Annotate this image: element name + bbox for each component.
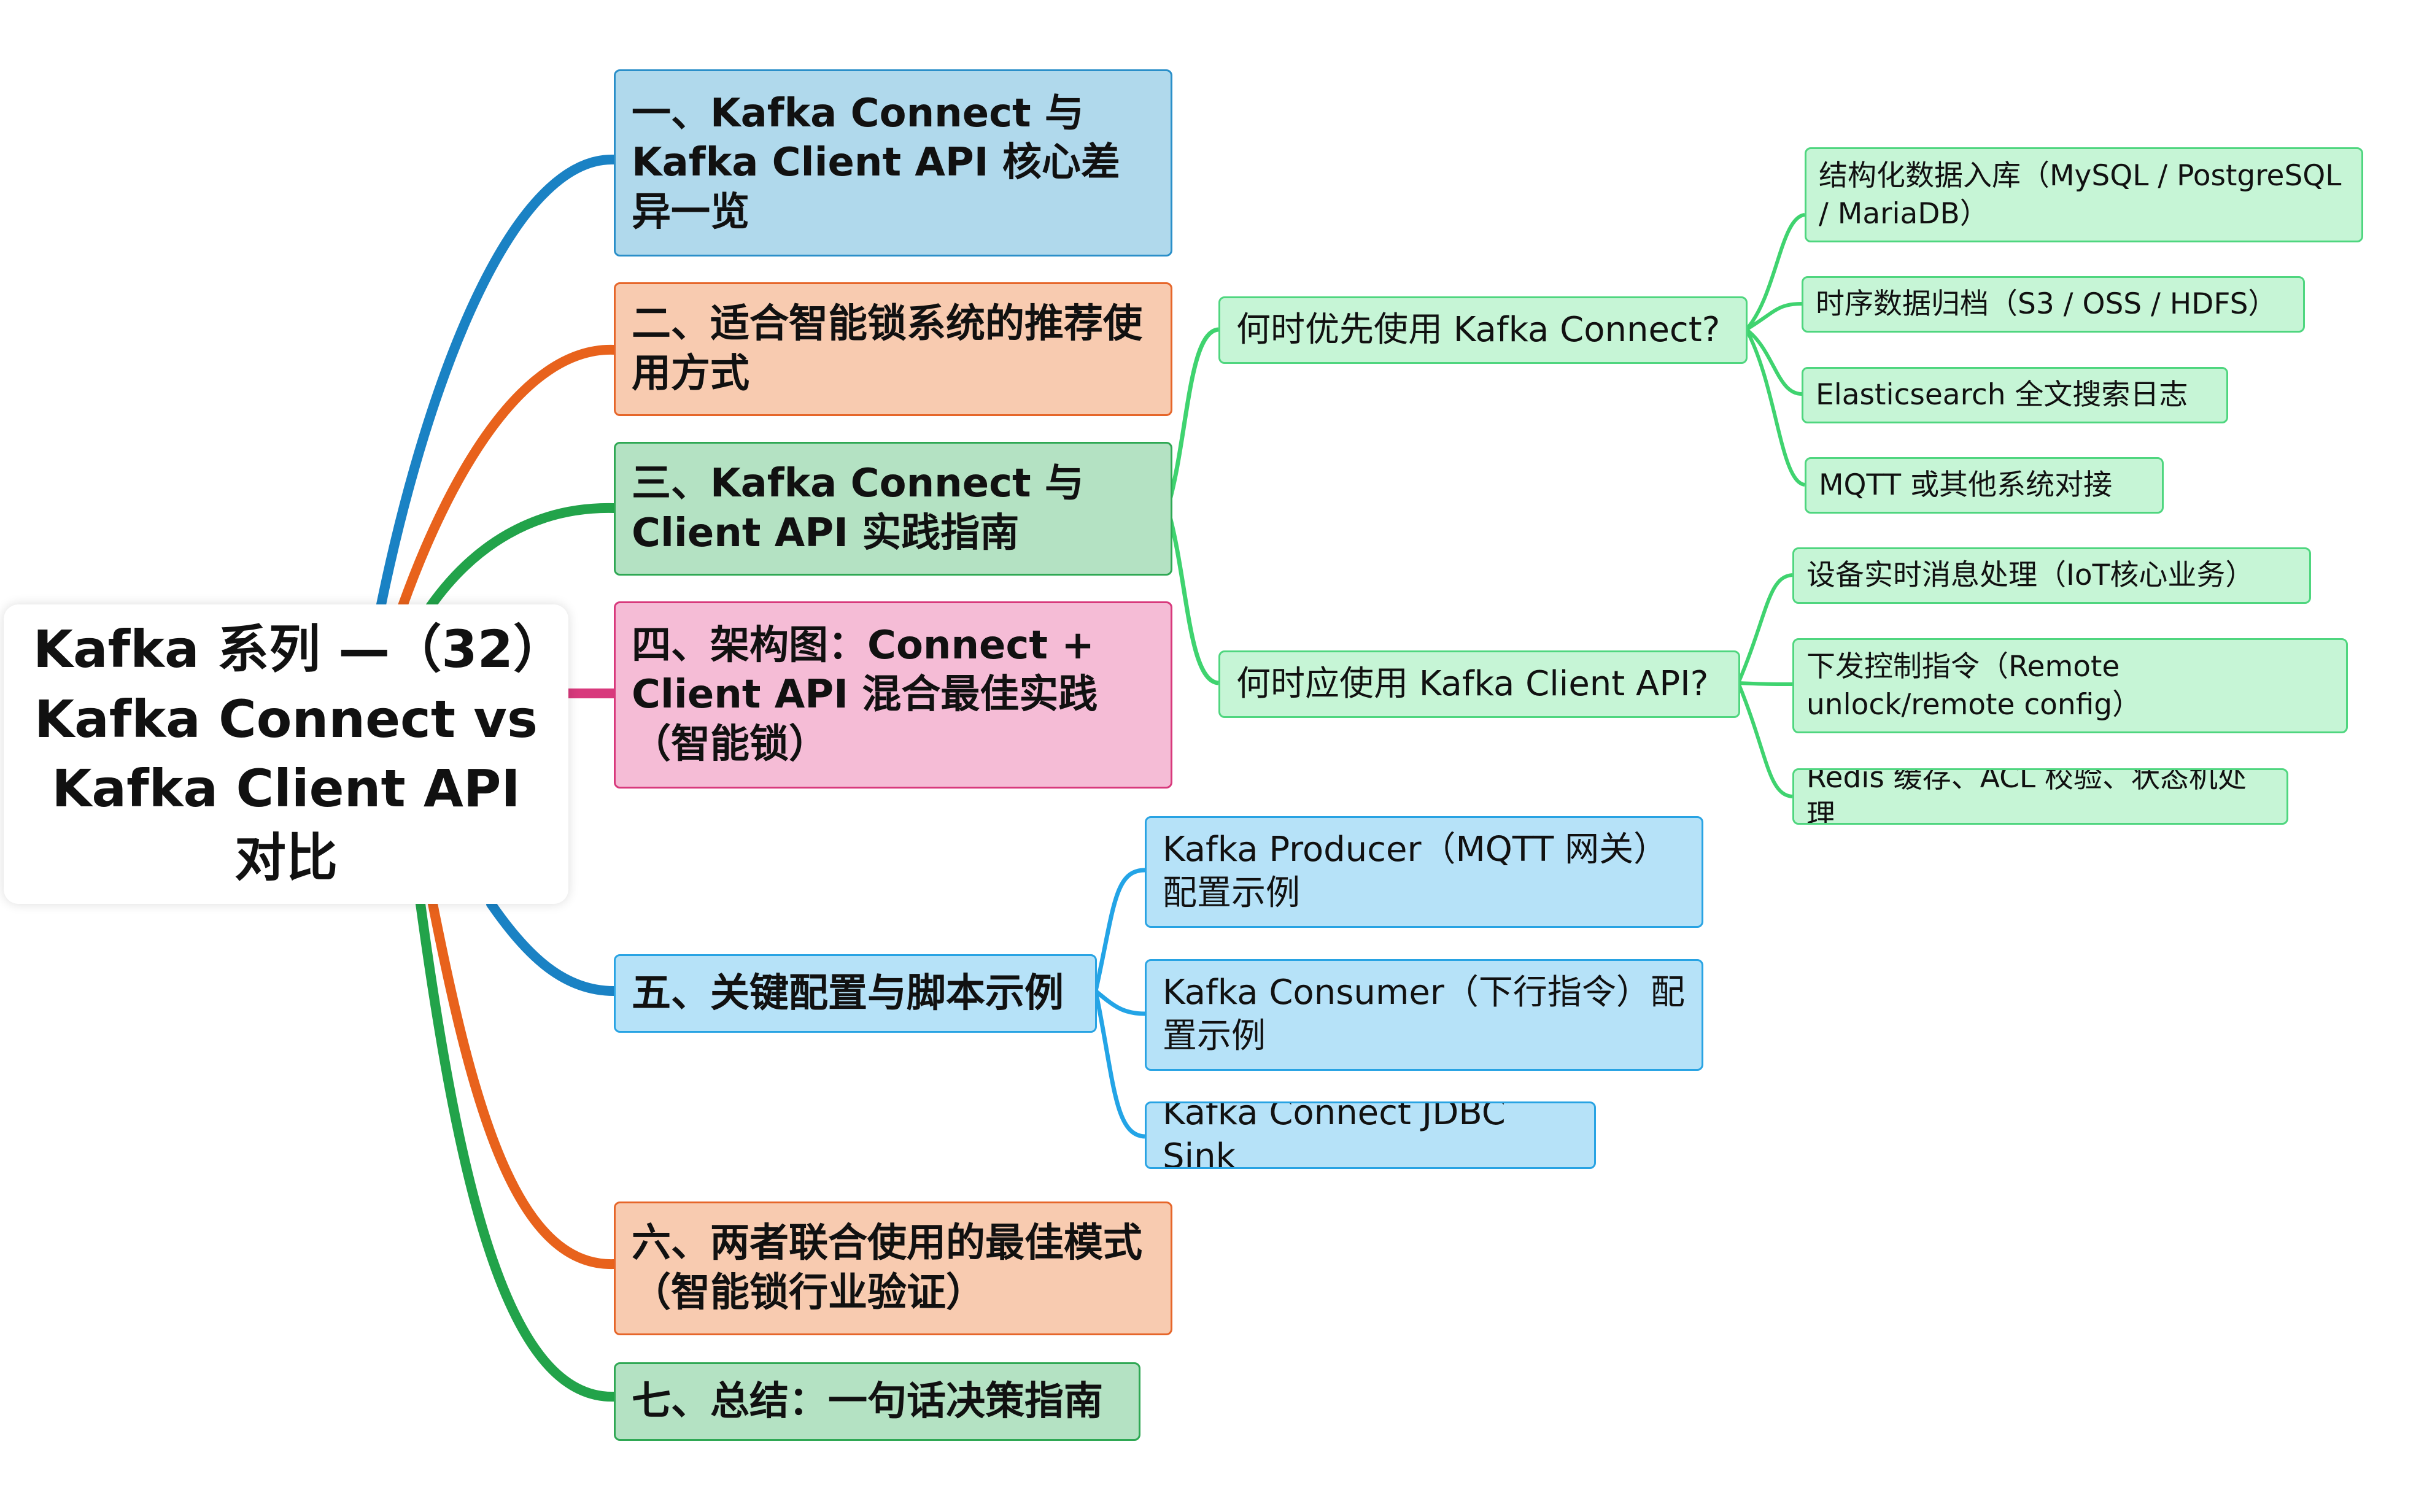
leaf-link-c1 — [1744, 213, 1805, 331]
leaf-mqtt-integration[interactable]: MQTT 或其他系统对接 — [1805, 457, 2164, 514]
leaf-producer-config[interactable]: Kafka Producer（MQTT 网关）配置示例 — [1145, 816, 1703, 928]
leaf-link-p3 — [1093, 990, 1145, 1139]
leaf-link-p2 — [1094, 989, 1145, 1016]
section-5[interactable]: 五、关键配置与脚本示例 — [614, 954, 1097, 1033]
leaf-control-commands-label: 下发控制指令（Remote unlock/remote config） — [1806, 650, 2142, 722]
root-topic[interactable]: Kafka 系列 —（32）Kafka Connect vs Kafka Cli… — [4, 604, 568, 904]
sub-link-client — [1165, 507, 1219, 685]
leaf-elasticsearch-logs-label: Elasticsearch 全文搜索日志 — [1816, 378, 2188, 412]
section-7[interactable]: 七、总结：一句话决策指南 — [614, 1362, 1140, 1441]
leaf-link-a1 — [1736, 573, 1793, 684]
section-1[interactable]: 一、Kafka Connect 与 Kafka Client API 核心差异一… — [614, 69, 1172, 256]
leaf-producer-config-label: Kafka Producer（MQTT 网关）配置示例 — [1163, 830, 1668, 913]
subtopic-use-client-api[interactable]: 何时应使用 Kafka Client API? — [1218, 650, 1740, 718]
sub-link-connect — [1165, 327, 1219, 509]
leaf-redis-acl-state-label: Redis 缓存、ACL 校验、状态机处理 — [1806, 768, 2247, 825]
branch-link-s6 — [428, 899, 619, 1270]
branch-link-s1 — [376, 154, 619, 612]
leaf-consumer-config[interactable]: Kafka Consumer（下行指令）配置示例 — [1145, 959, 1703, 1071]
branch-link-s3 — [425, 503, 619, 612]
section-2[interactable]: 二、适合智能锁系统的推荐使用方式 — [614, 282, 1172, 416]
branch-link-s5 — [486, 899, 619, 996]
subtopic-use-client-api-label: 何时应使用 Kafka Client API? — [1236, 663, 1709, 704]
leaf-link-c2 — [1745, 302, 1802, 331]
leaf-timeseries-archive-label: 时序数据归档（S3 / OSS / HDFS） — [1816, 287, 2277, 322]
leaf-elasticsearch-logs[interactable]: Elasticsearch 全文搜索日志 — [1802, 367, 2228, 423]
root-topic-title: Kafka 系列 —（32）Kafka Connect vs Kafka Cli… — [33, 619, 540, 889]
leaf-redis-acl-state[interactable]: Redis 缓存、ACL 校验、状态机处理 — [1792, 768, 2288, 825]
section-3[interactable]: 三、Kafka Connect 与 Client API 实践指南 — [614, 442, 1172, 576]
leaf-control-commands[interactable]: 下发控制指令（Remote unlock/remote config） — [1792, 638, 2348, 733]
section-2-label: 二、适合智能锁系统的推荐使用方式 — [632, 301, 1142, 396]
section-6-label: 六、两者联合使用的最佳模式（智能锁行业验证） — [632, 1221, 1142, 1316]
section-6[interactable]: 六、两者联合使用的最佳模式（智能锁行业验证） — [614, 1202, 1172, 1335]
leaf-link-p1 — [1093, 868, 1145, 992]
branch-link-s2 — [397, 344, 619, 612]
branch-link-s7 — [416, 899, 619, 1402]
leaf-realtime-messages-label: 设备实时消息处理（IoT核心业务） — [1806, 558, 2255, 593]
leaf-realtime-messages[interactable]: 设备实时消息处理（IoT核心业务） — [1792, 547, 2311, 604]
leaf-jdbc-sink[interactable]: Kafka Connect JDBC Sink — [1145, 1101, 1596, 1169]
leaf-link-c4 — [1744, 328, 1805, 487]
leaf-link-a2 — [1738, 681, 1793, 686]
leaf-jdbc-sink-label: Kafka Connect JDBC Sink — [1163, 1101, 1506, 1169]
leaf-consumer-config-label: Kafka Consumer（下行指令）配置示例 — [1163, 973, 1685, 1056]
section-5-label: 五、关键配置与脚本示例 — [632, 970, 1064, 1016]
leaf-structured-data-label: 结构化数据入库（MySQL / PostgreSQL / MariaDB） — [1819, 159, 2342, 231]
leaf-mqtt-integration-label: MQTT 或其他系统对接 — [1819, 468, 2113, 503]
leaf-structured-data[interactable]: 结构化数据入库（MySQL / PostgreSQL / MariaDB） — [1805, 147, 2363, 242]
section-4-label: 四、架构图：Connect + Client API 混合最佳实践（智能锁） — [632, 622, 1098, 767]
section-1-label: 一、Kafka Connect 与 Kafka Client API 核心差异一… — [632, 90, 1120, 235]
section-7-label: 七、总结：一句话决策指南 — [632, 1378, 1103, 1424]
leaf-timeseries-archive[interactable]: 时序数据归档（S3 / OSS / HDFS） — [1802, 276, 2305, 333]
subtopic-use-kafka-connect[interactable]: 何时优先使用 Kafka Connect? — [1218, 296, 1748, 364]
leaf-link-c3 — [1745, 328, 1802, 396]
section-4[interactable]: 四、架构图：Connect + Client API 混合最佳实践（智能锁） — [614, 601, 1172, 789]
leaf-link-a3 — [1736, 682, 1793, 798]
section-3-label: 三、Kafka Connect 与 Client API 实践指南 — [632, 461, 1084, 556]
subtopic-use-kafka-connect-label: 何时优先使用 Kafka Connect? — [1236, 309, 1721, 350]
